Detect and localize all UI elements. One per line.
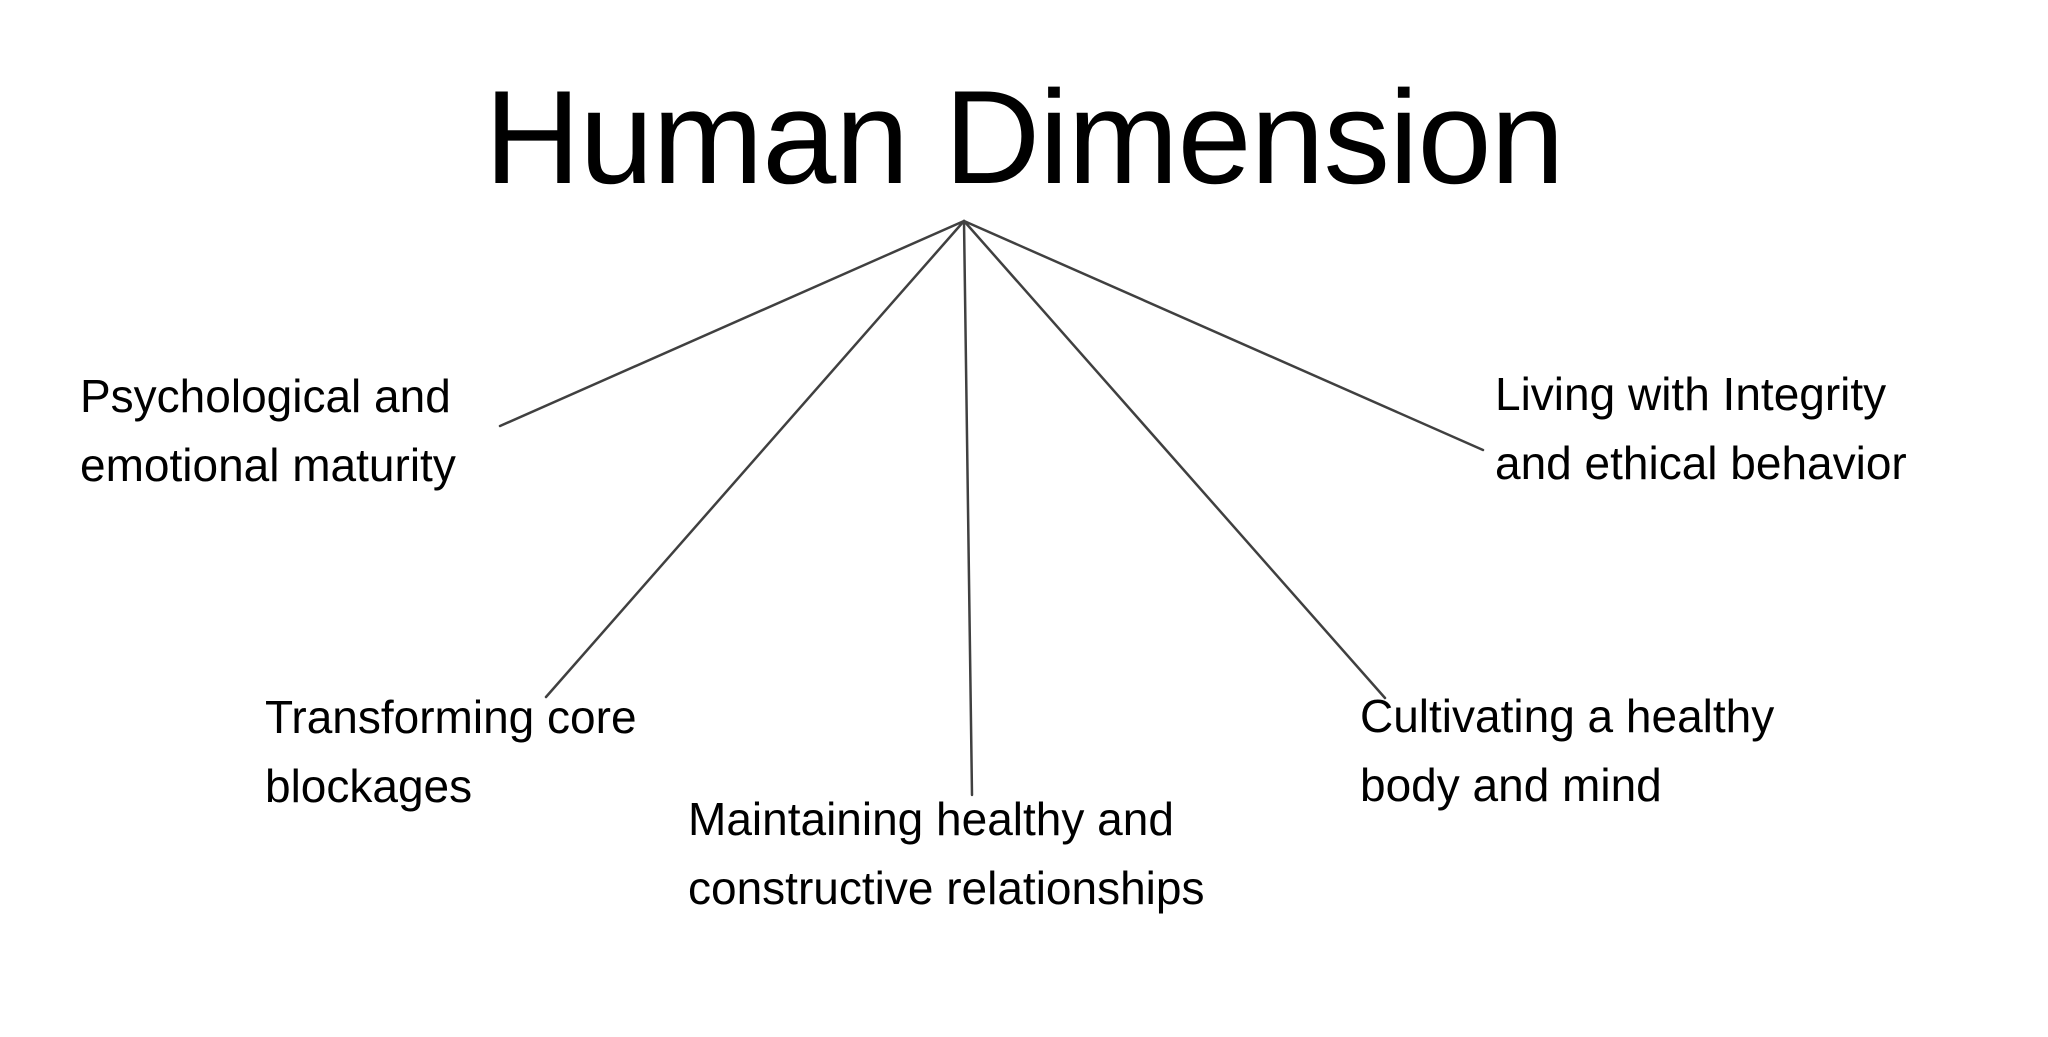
connector-line-maintaining-relationships [962,219,974,797]
branch-label-line: Psychological and [80,370,451,422]
branch-label-line: body and mind [1360,759,1662,811]
branch-transforming-core-blockages: Transforming core blockages [265,683,637,821]
branch-label-line: blockages [265,760,473,812]
branch-label-line: emotional maturity [80,439,456,491]
branch-label-line: Maintaining healthy and [688,793,1174,845]
branch-maintaining-healthy-relationships: Maintaining healthy and constructive rel… [688,785,1204,923]
branch-label-line: Living with Integrity [1495,368,1887,420]
connector-line-psychological-maturity [498,219,966,428]
diagram-title: Human Dimension [484,64,1564,212]
branch-label-line: constructive relationships [688,862,1205,914]
branch-label-line: Cultivating a healthy [1360,690,1775,742]
branch-label-line: and ethical behavior [1495,437,1907,489]
connector-line-living-integrity [962,219,1485,452]
connector-line-transforming-blockages [544,219,966,699]
branch-psychological-emotional-maturity: Psychological and emotional maturity [80,362,456,500]
branch-label-line: Transforming core [265,691,637,743]
branch-cultivating-healthy-body-mind: Cultivating a healthy body and mind [1360,682,1774,820]
connector-line-cultivating-body-mind [962,219,1387,700]
branch-living-with-integrity: Living with Integrity and ethical behavi… [1495,360,1907,498]
